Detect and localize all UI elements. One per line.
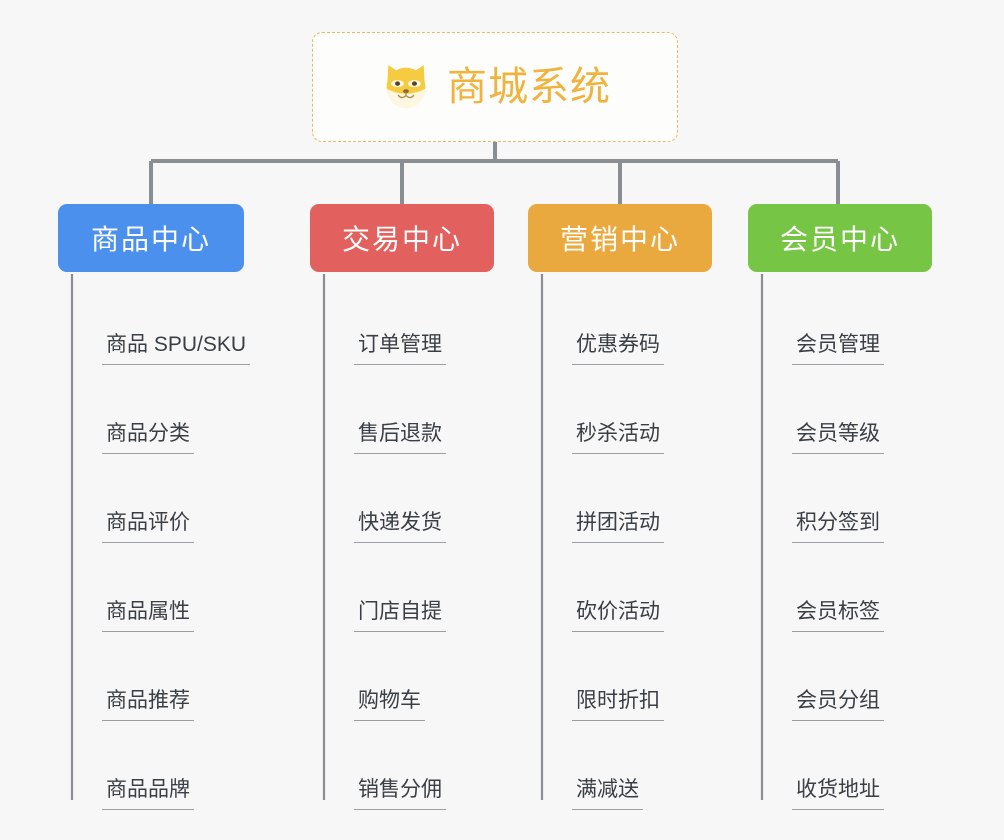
leaf-label: 拼团活动 bbox=[572, 511, 664, 543]
list-item[interactable]: 商品评价 bbox=[72, 454, 286, 543]
root-title: 商城系统 bbox=[447, 65, 611, 109]
branch-label: 交易中心 bbox=[341, 224, 462, 255]
branch-children-trade: 订单管理 售后退款 快递发货 门店自提 购物车 销售分佣 bbox=[310, 276, 520, 810]
leaf-label: 秒杀活动 bbox=[572, 422, 664, 454]
leaf-label: 优惠券码 bbox=[572, 333, 664, 365]
leaf-label: 限时折扣 bbox=[572, 689, 664, 721]
leaf-label: 商品品牌 bbox=[102, 778, 194, 810]
list-item[interactable]: 优惠券码 bbox=[542, 276, 738, 365]
leaf-label: 会员分组 bbox=[792, 689, 884, 721]
list-item[interactable]: 砍价活动 bbox=[542, 543, 738, 632]
leaf-label: 收货地址 bbox=[792, 778, 884, 810]
shiba-dog-face-icon bbox=[386, 65, 426, 109]
branch-label: 商品中心 bbox=[90, 224, 211, 255]
list-item[interactable]: 销售分佣 bbox=[324, 721, 520, 810]
leaf-label: 商品评价 bbox=[102, 511, 194, 543]
list-item[interactable]: 收货地址 bbox=[762, 721, 958, 810]
branch-member: 会员中心 会员管理 会员等级 积分签到 会员标签 会员分组 收货地址 bbox=[748, 204, 958, 810]
list-item[interactable]: 会员管理 bbox=[762, 276, 958, 365]
leaf-label: 商品属性 bbox=[102, 600, 194, 632]
list-item[interactable]: 商品 SPU/SKU bbox=[72, 276, 286, 365]
branch-label: 会员中心 bbox=[779, 224, 900, 255]
list-item[interactable]: 订单管理 bbox=[324, 276, 520, 365]
leaf-label: 商品 SPU/SKU bbox=[102, 333, 251, 365]
list-item[interactable]: 门店自提 bbox=[324, 543, 520, 632]
list-item[interactable]: 积分签到 bbox=[762, 454, 958, 543]
leaf-label: 销售分佣 bbox=[354, 778, 446, 810]
leaf-label: 商品分类 bbox=[102, 422, 194, 454]
list-item[interactable]: 拼团活动 bbox=[542, 454, 738, 543]
list-item[interactable]: 购物车 bbox=[324, 632, 520, 721]
branch-header-trade[interactable]: 交易中心 bbox=[310, 204, 494, 272]
list-item[interactable]: 售后退款 bbox=[324, 365, 520, 454]
list-item[interactable]: 会员分组 bbox=[762, 632, 958, 721]
leaf-label: 售后退款 bbox=[354, 422, 446, 454]
leaf-label: 门店自提 bbox=[354, 600, 446, 632]
list-item[interactable]: 会员标签 bbox=[762, 543, 958, 632]
list-item[interactable]: 会员等级 bbox=[762, 365, 958, 454]
leaf-label: 快递发货 bbox=[354, 511, 446, 543]
leaf-label: 会员标签 bbox=[792, 600, 884, 632]
list-item[interactable]: 快递发货 bbox=[324, 454, 520, 543]
leaf-label: 会员等级 bbox=[792, 422, 884, 454]
branch-trade: 交易中心 订单管理 售后退款 快递发货 门店自提 购物车 销售分佣 bbox=[310, 204, 520, 810]
list-item[interactable]: 商品品牌 bbox=[72, 721, 286, 810]
branch-header-member[interactable]: 会员中心 bbox=[748, 204, 932, 272]
leaf-label: 会员管理 bbox=[792, 333, 884, 365]
branch-header-marketing[interactable]: 营销中心 bbox=[528, 204, 712, 272]
branch-children-member: 会员管理 会员等级 积分签到 会员标签 会员分组 收货地址 bbox=[748, 276, 958, 810]
root-node[interactable]: 商城系统 bbox=[312, 32, 678, 142]
branch-children-marketing: 优惠券码 秒杀活动 拼团活动 砍价活动 限时折扣 满减送 bbox=[528, 276, 738, 810]
list-item[interactable]: 秒杀活动 bbox=[542, 365, 738, 454]
list-item[interactable]: 商品推荐 bbox=[72, 632, 286, 721]
leaf-label: 积分签到 bbox=[792, 511, 884, 543]
branch-product: 商品中心 商品 SPU/SKU 商品分类 商品评价 商品属性 商品推荐 商品品牌 bbox=[58, 204, 286, 810]
leaf-label: 满减送 bbox=[572, 778, 643, 810]
leaf-label: 订单管理 bbox=[354, 333, 446, 365]
branch-marketing: 营销中心 优惠券码 秒杀活动 拼团活动 砍价活动 限时折扣 满减送 bbox=[528, 204, 738, 810]
list-item[interactable]: 限时折扣 bbox=[542, 632, 738, 721]
leaf-label: 砍价活动 bbox=[572, 600, 664, 632]
leaf-label: 购物车 bbox=[354, 689, 425, 721]
list-item[interactable]: 商品分类 bbox=[72, 365, 286, 454]
branch-label: 营销中心 bbox=[559, 224, 680, 255]
branch-children-product: 商品 SPU/SKU 商品分类 商品评价 商品属性 商品推荐 商品品牌 bbox=[58, 276, 286, 810]
list-item[interactable]: 商品属性 bbox=[72, 543, 286, 632]
leaf-label: 商品推荐 bbox=[102, 689, 194, 721]
list-item[interactable]: 满减送 bbox=[542, 721, 738, 810]
branch-header-product[interactable]: 商品中心 bbox=[58, 204, 244, 272]
